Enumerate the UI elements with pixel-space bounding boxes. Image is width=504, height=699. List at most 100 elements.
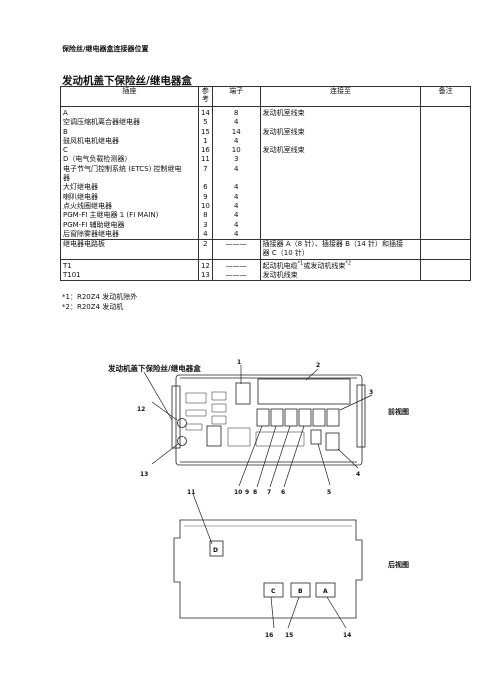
cell-connects-to: 起动机电缆*1或发动机线束*2 xyxy=(259,259,422,272)
relay-socket-7 xyxy=(298,408,312,427)
cell-connects-to: 发动机线束 xyxy=(259,271,422,282)
cell-socket: 大灯继电器 xyxy=(60,183,199,193)
callout-13: 13 xyxy=(140,471,148,478)
conn-text-alt: 或发动机线束 xyxy=(303,261,346,270)
socket-c-label: C xyxy=(271,588,276,595)
cell-connects-to: 器 C（10 针） xyxy=(259,249,422,260)
cell-socket: 后窗除雾器继电器 xyxy=(60,229,199,241)
col-header-connects-to: 连接至 xyxy=(259,86,422,107)
cell-socket: T101 xyxy=(60,271,199,282)
cell-remarks xyxy=(420,118,471,128)
cell-socket xyxy=(60,249,199,260)
col-header-ref: 参考 xyxy=(197,86,213,107)
cell-connects-to xyxy=(259,136,422,147)
cell-remarks xyxy=(420,164,471,175)
cell-remarks xyxy=(420,249,471,260)
cell-remarks xyxy=(420,106,471,119)
cell-connects-to xyxy=(259,155,422,165)
socket-a-label: A xyxy=(323,588,328,595)
cell-remarks xyxy=(420,201,471,212)
terminal-t101 xyxy=(177,436,187,446)
cell-socket: PGM-FI 辅助继电器 xyxy=(60,220,199,230)
diagram-title: 发动机盖下保险丝/继电器盒 xyxy=(107,363,201,373)
cell-connects-to xyxy=(259,164,422,175)
cell-socket: 点火线圈继电器 xyxy=(60,201,199,212)
cell-connects-to xyxy=(259,192,422,202)
cell-socket: 电子节气门控制系统 (ETCS) 控制继电 xyxy=(60,164,199,175)
cell-connects-to xyxy=(259,220,422,230)
cell-connects-to xyxy=(259,211,422,221)
cell-connects-to xyxy=(259,229,422,241)
callout-15: 15 xyxy=(285,632,293,639)
cell-remarks xyxy=(420,211,471,221)
col-header-socket: 插座 xyxy=(60,86,199,107)
relay-socket-11 xyxy=(206,425,222,447)
socket-b xyxy=(290,582,311,598)
cell-socket: D（电气负载检测器） xyxy=(60,155,199,165)
col-header-terminal: 端子 xyxy=(211,86,261,107)
front-view-label: 前视图 xyxy=(388,407,409,416)
cell-remarks xyxy=(420,183,471,193)
cell-connects-to: 插接器 A（8 针）、插接器 B（14 针）和插接 xyxy=(259,239,422,250)
leader-lines xyxy=(143,365,373,629)
callout-1: 1 xyxy=(237,359,241,366)
cell-socket: B xyxy=(60,127,199,137)
cell-socket: 空调压缩机离合器继电器 xyxy=(60,118,199,128)
table-header-row: 插座 参考 端子 连接至 备注 xyxy=(60,86,471,107)
callout-5: 5 xyxy=(327,489,331,496)
callout-7: 7 xyxy=(267,489,271,496)
rear-view-label: 后视图 xyxy=(388,560,409,569)
socket-a xyxy=(315,582,336,598)
section-title: 发动机盖下保险丝/继电器盒 xyxy=(62,75,192,87)
footnote-ref: *2 xyxy=(345,260,352,267)
relay-socket-5 xyxy=(310,429,322,445)
callout-11: 11 xyxy=(187,489,195,496)
cell-connects-to xyxy=(259,118,422,128)
callout-9: 9 xyxy=(245,489,249,496)
relay-circuit-board xyxy=(257,378,351,405)
cell-remarks xyxy=(420,174,471,184)
cell-remarks xyxy=(420,229,471,241)
relay-socket-6 xyxy=(312,408,326,427)
cell-connects-to xyxy=(259,174,422,184)
footnote-1: *1：R20Z4 发动机除外 xyxy=(62,293,138,301)
relay-socket-4 xyxy=(325,432,340,451)
cell-connects-to: 发动机室线束 xyxy=(259,127,422,137)
callout-14: 14 xyxy=(343,632,351,639)
cell-remarks xyxy=(420,146,471,156)
cell-socket: C xyxy=(60,146,199,156)
cell-remarks xyxy=(420,192,471,202)
cell-connects-to xyxy=(259,183,422,193)
callout-2: 2 xyxy=(316,362,320,369)
callout-8: 8 xyxy=(253,489,257,496)
cell-remarks xyxy=(420,271,471,282)
callout-12: 12 xyxy=(137,406,145,413)
footnote-ref: *1 xyxy=(297,260,304,267)
socket-b-label: B xyxy=(298,588,303,595)
footnote-2: *2：R20Z4 发动机 xyxy=(62,303,124,311)
conn-text: 起动机电缆 xyxy=(262,261,298,270)
terminal-t1 xyxy=(177,418,187,428)
socket-d xyxy=(209,540,224,557)
cell-remarks xyxy=(420,239,471,250)
document-header: 保险丝/继电器盒连接器位置 xyxy=(62,45,149,53)
callout-4: 4 xyxy=(356,471,360,478)
relay-socket-9 xyxy=(270,408,284,427)
cell-remarks xyxy=(420,155,471,165)
socket-d-label: D xyxy=(213,547,218,554)
cell-socket: 器 xyxy=(60,174,199,184)
cell-remarks xyxy=(420,259,471,272)
